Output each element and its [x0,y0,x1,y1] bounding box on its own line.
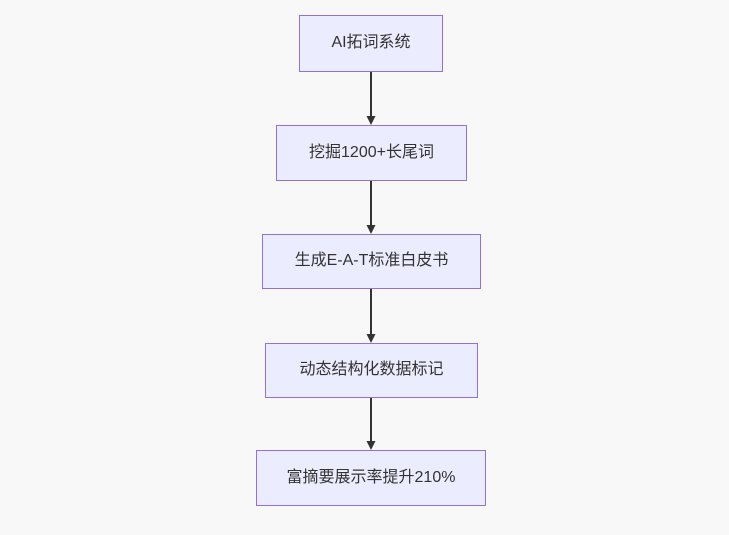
flow-node-label: 富摘要展示率提升210% [286,468,456,486]
flow-node-label: AI拓词系统 [331,34,411,52]
flow-arrow-c-to-d [366,289,376,343]
flow-node-label: 动态结构化数据标记 [299,361,444,379]
flow-node-structured-data: 动态结构化数据标记 [265,343,478,398]
flow-node-label: 挖掘1200+长尾词 [309,143,434,161]
flow-node-ai-word-expansion: AI拓词系统 [299,15,443,72]
flow-node-eat-whitepaper: 生成E-A-T标准白皮书 [262,234,481,289]
flow-arrow-a-to-b [366,72,376,125]
flow-arrow-b-to-c [366,181,376,234]
flow-node-rich-snippet-rate: 富摘要展示率提升210% [256,450,486,506]
flow-arrow-d-to-e [366,398,376,450]
flow-node-longtail-mining: 挖掘1200+长尾词 [276,125,467,181]
flow-node-label: 生成E-A-T标准白皮书 [294,252,449,270]
